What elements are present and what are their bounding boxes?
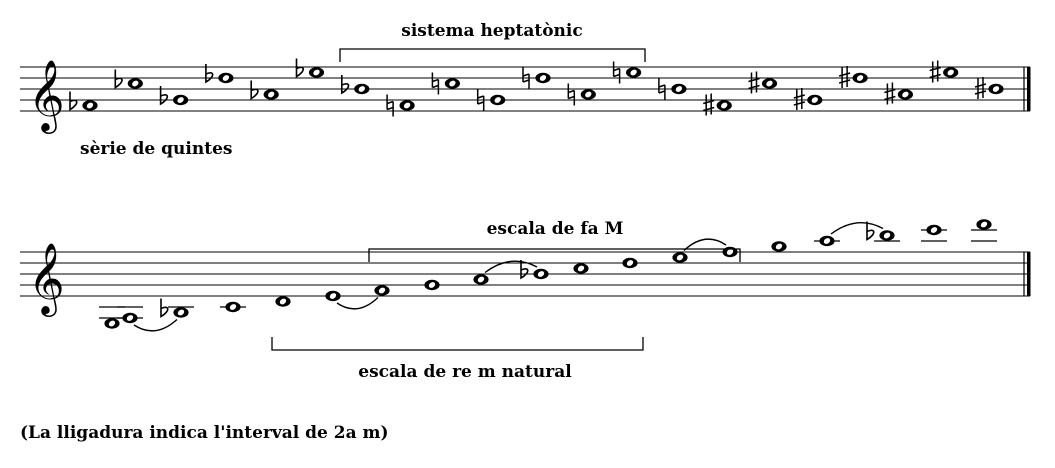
flat-sign-icon bbox=[69, 91, 78, 111]
whole-note bbox=[114, 69, 143, 89]
whole-note bbox=[295, 58, 325, 78]
heptatonic-bracket bbox=[339, 48, 646, 62]
whole-note bbox=[160, 298, 194, 318]
whole-note bbox=[866, 221, 900, 242]
whole-note bbox=[567, 83, 596, 106]
whole-note bbox=[814, 235, 840, 247]
f-major-label: escala de fa M bbox=[487, 219, 624, 239]
flat-sign-icon bbox=[341, 75, 350, 95]
sharp-sign-icon bbox=[974, 77, 987, 99]
whole-note bbox=[341, 75, 370, 95]
whole-note bbox=[522, 67, 551, 89]
whole-note bbox=[838, 66, 868, 88]
whole-note bbox=[884, 82, 914, 105]
whole-note bbox=[921, 224, 947, 242]
system-2-notes bbox=[99, 219, 997, 332]
treble-clef-icon: 𝄞 bbox=[28, 241, 65, 317]
sharp-sign-icon bbox=[703, 93, 715, 116]
whole-note bbox=[612, 61, 642, 84]
whole-note bbox=[275, 296, 291, 307]
whole-note bbox=[520, 260, 549, 280]
slur bbox=[336, 296, 379, 310]
natural-sign-icon bbox=[476, 89, 485, 111]
system-1-notes bbox=[69, 58, 1004, 117]
flat-sign-icon bbox=[159, 86, 169, 106]
flat-sign-icon bbox=[520, 260, 529, 280]
whole-note bbox=[431, 72, 460, 95]
flat-sign-icon bbox=[114, 69, 123, 89]
whole-note bbox=[974, 77, 1004, 99]
whole-note bbox=[703, 93, 732, 116]
whole-note bbox=[250, 80, 279, 100]
whole-note bbox=[971, 219, 997, 242]
natural-sign-icon bbox=[612, 61, 621, 84]
footnote: (La lligadura indica l'interval de 2a m) bbox=[20, 423, 389, 443]
sharp-sign-icon bbox=[748, 71, 760, 94]
whole-note bbox=[386, 94, 415, 117]
whole-note bbox=[672, 252, 688, 263]
whole-note bbox=[658, 78, 687, 100]
whole-note bbox=[424, 279, 440, 291]
flat-sign-icon bbox=[160, 298, 169, 318]
final-barline-thick bbox=[1027, 252, 1031, 296]
sharp-sign-icon bbox=[838, 66, 851, 88]
slur bbox=[683, 238, 727, 252]
slur bbox=[830, 222, 884, 235]
whole-note bbox=[929, 60, 959, 83]
whole-note bbox=[476, 89, 506, 111]
d-minor-bracket bbox=[271, 337, 644, 351]
whole-note bbox=[473, 274, 489, 285]
fifths-series-caption: sèrie de quintes bbox=[80, 139, 232, 159]
flat-sign-icon bbox=[205, 64, 214, 84]
natural-sign-icon bbox=[386, 94, 394, 117]
natural-sign-icon bbox=[567, 83, 576, 106]
final-barline-thick bbox=[1027, 67, 1031, 111]
flat-sign-icon bbox=[295, 58, 305, 78]
natural-sign-icon bbox=[431, 72, 440, 95]
natural-sign-icon bbox=[522, 67, 530, 89]
slur bbox=[133, 318, 178, 332]
sharp-sign-icon bbox=[793, 88, 805, 110]
sharp-sign-icon bbox=[929, 60, 941, 83]
treble-clef-icon: 𝄞 bbox=[28, 58, 65, 134]
whole-note bbox=[771, 241, 787, 252]
flat-sign-icon bbox=[250, 80, 259, 100]
whole-note bbox=[325, 290, 341, 302]
staff-system-1 bbox=[20, 66, 1031, 112]
d-minor-label: escala de re m natural bbox=[358, 362, 572, 382]
whole-note bbox=[220, 301, 246, 313]
slur bbox=[484, 260, 538, 274]
sharp-sign-icon bbox=[884, 82, 896, 105]
heptatonic-label: sistema heptatònic bbox=[401, 21, 582, 41]
natural-sign-icon bbox=[658, 78, 666, 100]
flat-sign-icon bbox=[866, 221, 875, 241]
whole-note bbox=[748, 71, 778, 94]
whole-note bbox=[69, 91, 98, 111]
whole-note bbox=[374, 285, 390, 296]
whole-note bbox=[117, 306, 143, 324]
whole-note bbox=[793, 88, 823, 110]
whole-note bbox=[622, 257, 638, 269]
whole-note bbox=[205, 64, 234, 84]
whole-note bbox=[159, 86, 189, 106]
f-major-bracket bbox=[368, 248, 741, 262]
whole-note bbox=[573, 263, 589, 274]
